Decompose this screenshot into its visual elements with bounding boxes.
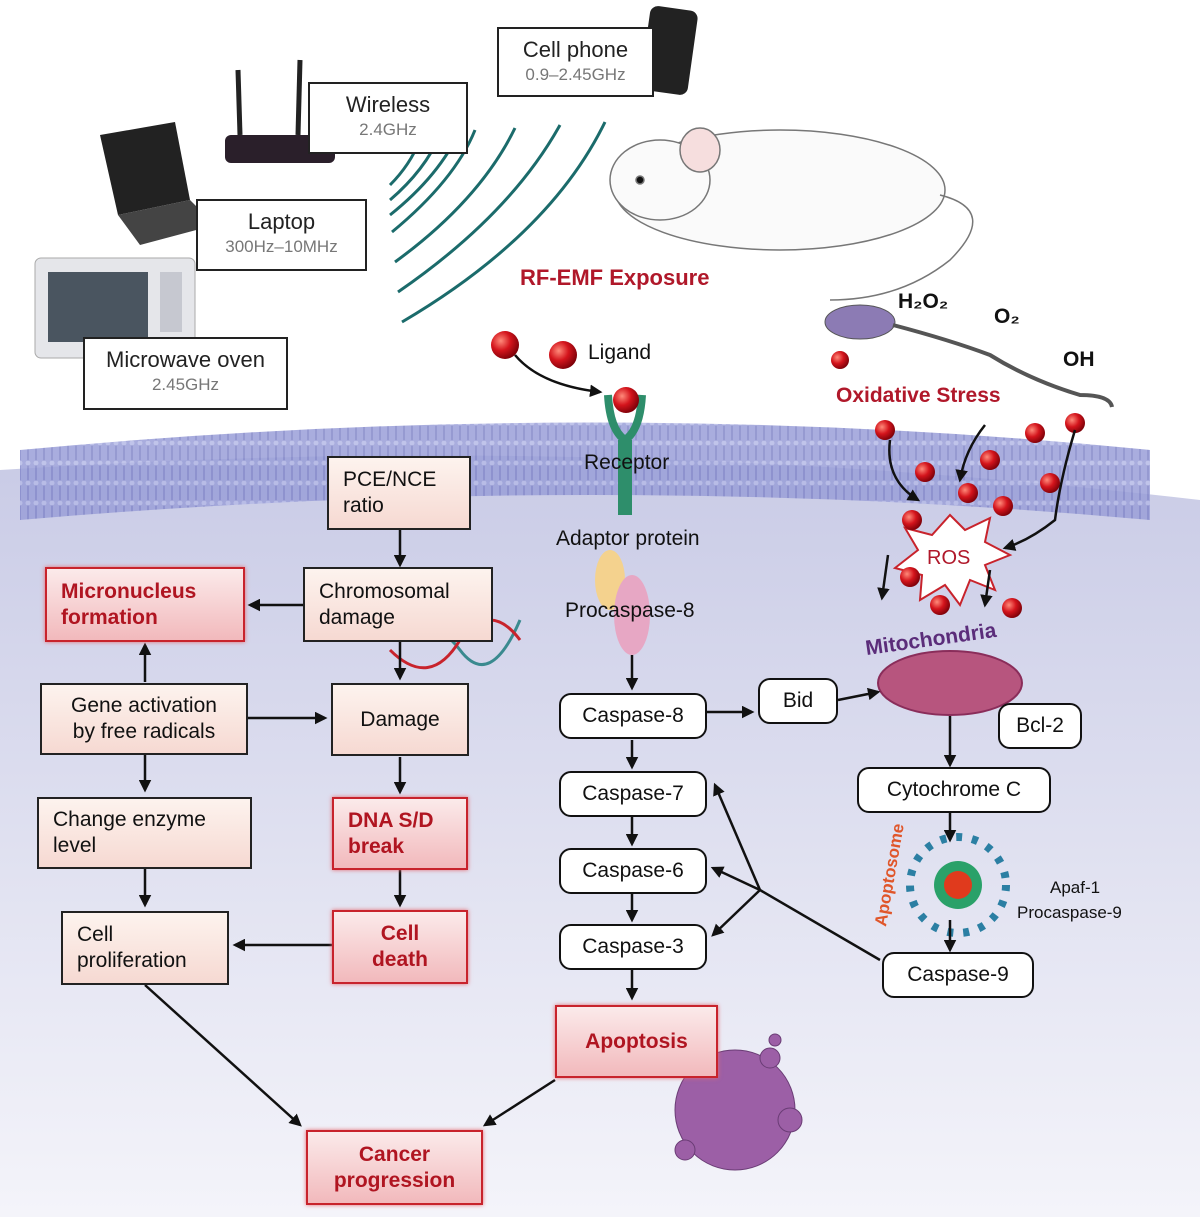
flow-arrows	[138, 424, 1077, 1127]
box-line: break	[348, 834, 405, 858]
ros-burst-icon	[892, 513, 1013, 608]
ligand-label: Ligand	[588, 341, 652, 364]
cytochrome-c-box: Cytochrome C	[857, 767, 1051, 813]
box-line: Cell	[77, 923, 114, 946]
box-line: DNA S/D	[348, 808, 434, 832]
source-frequency: 300Hz–10MHz	[225, 237, 338, 256]
mouse-icon	[609, 127, 974, 301]
receptor-icon	[604, 387, 646, 515]
cell-proliferation-box: Cell proliferation	[61, 911, 229, 985]
box-line: Change enzyme	[53, 808, 206, 831]
pce-nce-ratio-box: PCE/NCE ratio	[327, 456, 471, 530]
box-line: Gene activation	[71, 694, 217, 717]
source-wireless: Wireless 2.4GHz	[308, 82, 468, 154]
procaspase-8-icon	[614, 575, 650, 655]
receptor-label: Receptor	[584, 451, 670, 474]
box-line: Cell	[380, 922, 420, 945]
oh-label: OH	[1063, 348, 1095, 371]
bid-box: Bid	[758, 678, 838, 724]
source-frequency: 2.45GHz	[151, 375, 220, 394]
bcl-2-box: Bcl-2	[998, 703, 1082, 749]
source-title: Cell phone	[522, 37, 629, 62]
microwave-icon	[34, 257, 196, 359]
caspase-7-box: Caspase-7	[559, 771, 707, 817]
box-line: death	[371, 948, 428, 971]
o2-label: O₂	[994, 305, 1020, 328]
cell-membrane	[20, 422, 1150, 520]
ligand-icon	[491, 331, 603, 398]
exposure-label: RF-EMF Exposure	[520, 265, 710, 290]
cancer-progression-box: Cancer progression	[306, 1130, 483, 1205]
source-frequency: 2.4GHz	[359, 120, 417, 139]
box-line: ratio	[343, 494, 384, 517]
h2o2-label: H₂O₂	[898, 290, 949, 313]
box-line: formation	[61, 605, 158, 629]
caspase-8-box: Caspase-8	[559, 693, 707, 739]
router-icon	[225, 59, 335, 163]
source-laptop: Laptop 300Hz–10MHz	[196, 199, 367, 271]
box-line: by free radicals	[72, 720, 216, 743]
box-line: proliferation	[77, 949, 187, 972]
change-enzyme-level-box: Change enzyme level	[37, 797, 252, 869]
mitochondria-icon	[877, 650, 1023, 716]
oxidative-stress-label: Oxidative Stress	[836, 384, 1001, 407]
gene-activation-box: Gene activation by free radicals	[40, 683, 248, 755]
box-line: Apoptosis	[585, 1029, 688, 1053]
cell-death-box: Cell death	[332, 910, 468, 984]
damage-box: Damage	[331, 683, 469, 756]
caspase-6-box: Caspase-6	[559, 848, 707, 894]
source-title: Microwave oven	[106, 347, 265, 372]
apoptosis-box: Apoptosis	[555, 1005, 718, 1078]
box-line: Micronucleus	[61, 579, 197, 603]
laptop-icon	[100, 122, 215, 245]
dna-break-box: DNA S/D break	[332, 797, 468, 870]
procaspase-9-label: Procaspase-9	[1017, 903, 1122, 922]
source-title: Laptop	[247, 209, 316, 234]
ros-label: ROS	[927, 547, 971, 569]
chromosomal-damage-box: Chromosomal damage	[303, 567, 493, 642]
box-line: progression	[333, 1168, 456, 1192]
apoptosome-icon	[906, 833, 1010, 937]
apaf-1-label: Apaf-1	[1050, 878, 1101, 897]
micronucleus-formation-box: Micronucleus formation	[45, 567, 245, 642]
adaptor-protein-label: Adaptor protein	[556, 527, 700, 550]
caspase-3-box: Caspase-3	[559, 924, 707, 970]
source-microwave: Microwave oven 2.45GHz	[83, 337, 288, 410]
box-line: Chromosomal	[319, 579, 450, 603]
ros-molecules	[831, 351, 1085, 618]
box-line: Damage	[360, 707, 440, 731]
source-cell-phone: Cell phone 0.9–2.45GHz	[497, 27, 654, 97]
source-frequency: 0.9–2.45GHz	[525, 65, 626, 84]
caspase-9-box: Caspase-9	[882, 952, 1034, 998]
box-line: Cancer	[358, 1142, 431, 1166]
sperm-icon	[824, 304, 1114, 408]
source-title: Wireless	[345, 92, 431, 117]
box-line: PCE/NCE	[343, 468, 437, 491]
cytoplasm	[0, 455, 1200, 1217]
procaspase-8-label: Procaspase-8	[565, 599, 695, 622]
box-line: level	[53, 834, 97, 857]
cell-phone-icon	[640, 6, 698, 95]
box-line: damage	[319, 605, 395, 629]
